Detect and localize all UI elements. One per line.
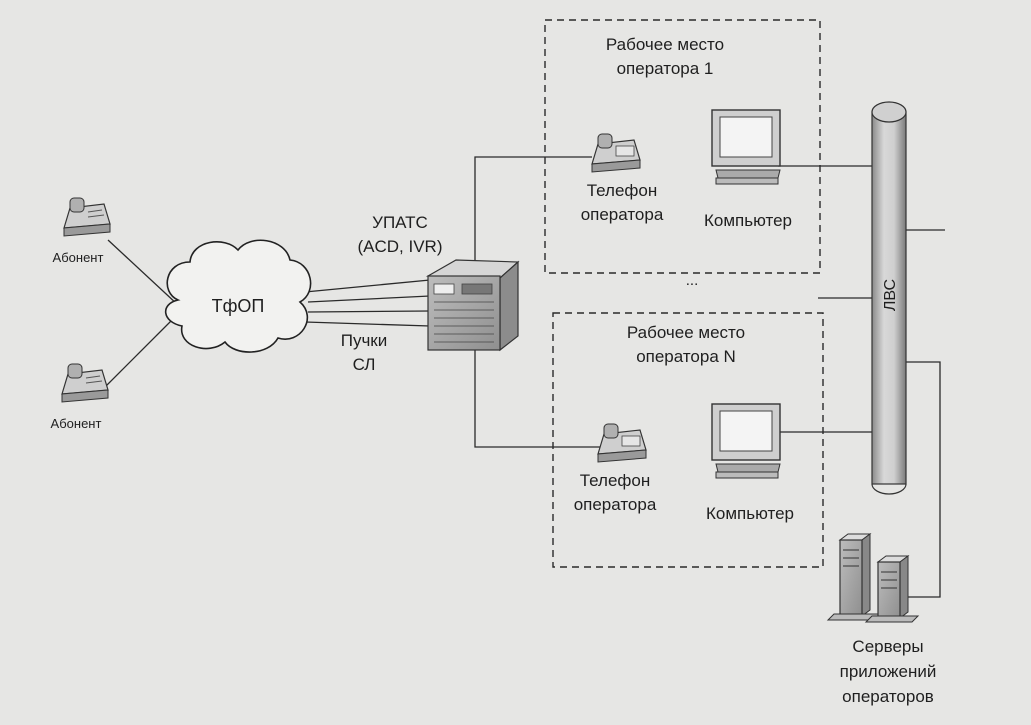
servers-label-line2: приложений	[840, 662, 937, 681]
server-tower-icon-1	[826, 533, 882, 621]
computer-monitor-icon-n	[711, 403, 781, 479]
line-pbx-phone1	[474, 156, 592, 262]
computer-n-label: Компьютер	[706, 504, 794, 523]
operator-phone-1-label-line2: оператора	[581, 205, 664, 224]
operator-phone-icon-1	[591, 133, 641, 173]
workstation-n-title-line2: оператора N	[636, 347, 736, 366]
trunk-line-2	[307, 295, 431, 303]
line-pbx-phonen	[474, 348, 600, 448]
lan-label: ЛВС	[882, 279, 899, 311]
computer-monitor-icon-1	[711, 109, 781, 185]
operator-phone-1-label-line1: Телефон	[587, 181, 658, 200]
connection-lines	[103, 156, 945, 598]
trunks-label-line2: СЛ	[353, 355, 376, 374]
subscriber-label-2: Абонент	[51, 416, 102, 431]
lan-cylinder-icon	[871, 101, 907, 495]
workstation-1-title-line1: Рабочее место	[606, 35, 724, 54]
trunk-line-3	[307, 310, 431, 313]
line-subscriber2-pstn	[103, 311, 181, 389]
computer-1-label: Компьютер	[704, 211, 792, 230]
server-tower-icon-2	[864, 555, 920, 623]
operator-phone-n-label-line2: оператора	[574, 495, 657, 514]
pbx-label-line2: (ACD, IVR)	[358, 237, 443, 256]
operator-phone-icon-n	[597, 423, 647, 463]
trunk-line-4	[304, 321, 431, 327]
subscriber-phone-icon-1	[63, 197, 111, 237]
subscriber-label-1: Абонент	[53, 250, 104, 265]
pbx-cabinet-icon	[425, 259, 520, 352]
pstn-label: ТфОП	[212, 296, 265, 316]
operator-phone-n-label-line1: Телефон	[580, 471, 651, 490]
workstation-n-frame	[552, 312, 824, 568]
line-lan-servers	[905, 361, 941, 598]
servers-label-line3: операторов	[842, 687, 934, 706]
trunk-line-1	[304, 279, 431, 293]
pbx-label-line1: УПАТС	[372, 213, 428, 232]
workstation-1-title-line2: оператора 1	[617, 59, 714, 78]
workstation-1-frame	[544, 19, 821, 274]
ellipsis-label: ...	[686, 272, 699, 289]
workstation-n-title-line1: Рабочее место	[627, 323, 745, 342]
subscriber-phone-icon-2	[61, 363, 109, 403]
line-subscriber1-pstn	[107, 239, 179, 306]
servers-label-line1: Серверы	[852, 637, 923, 656]
pstn-cloud-icon	[164, 239, 312, 353]
trunks-label-line1: Пучки	[341, 331, 388, 350]
